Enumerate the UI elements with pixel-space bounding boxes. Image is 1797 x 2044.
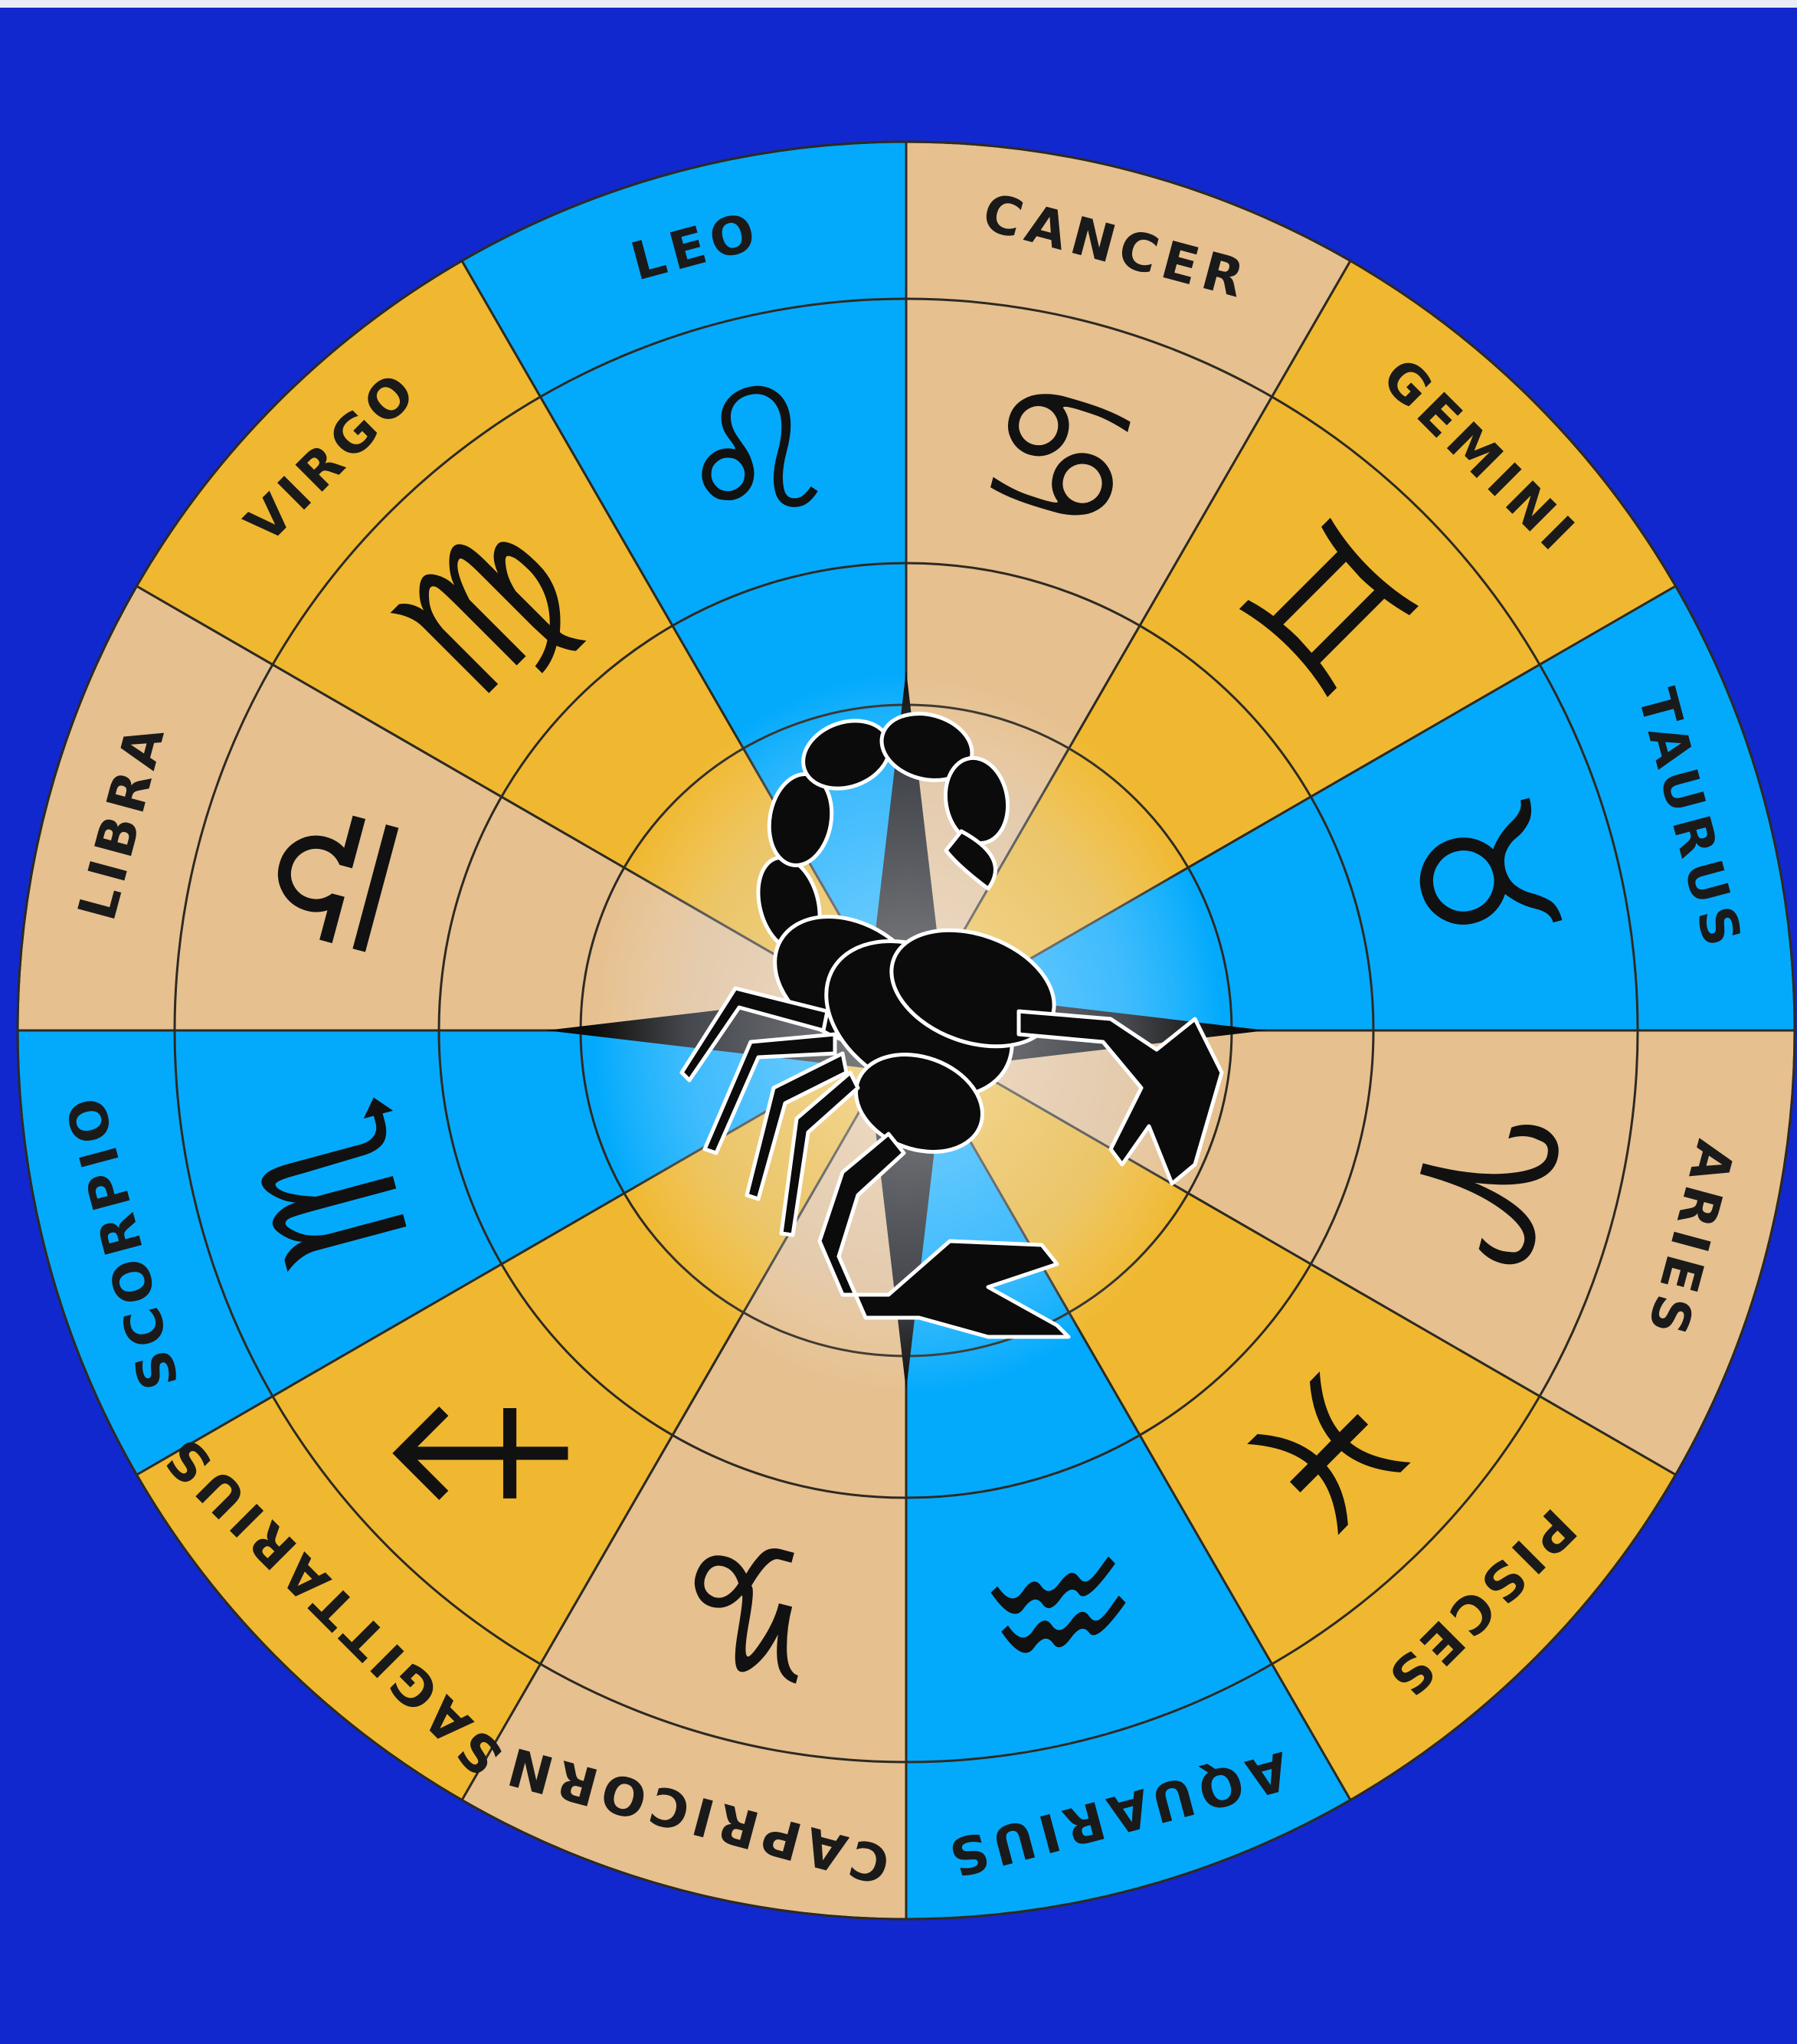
scorpion-icon	[594, 674, 1222, 1394]
